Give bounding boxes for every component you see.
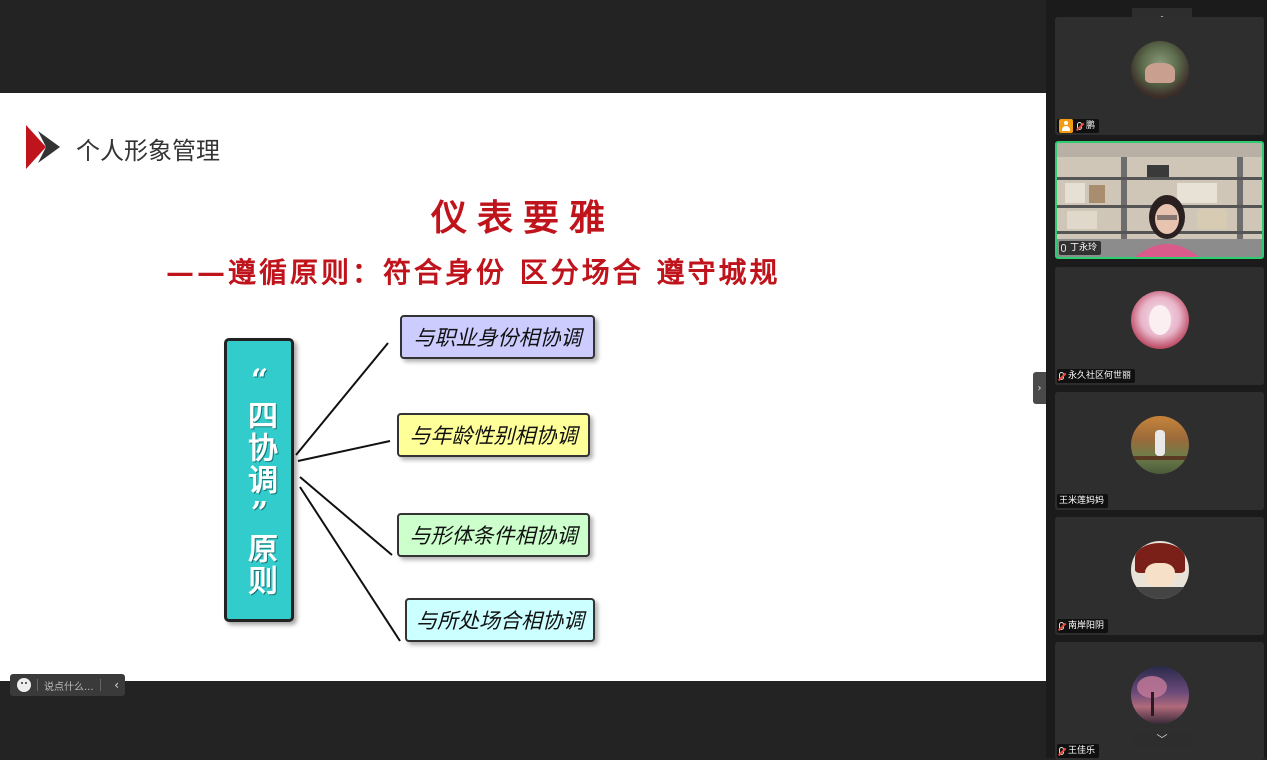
branch-label: 与所处场合相协调 (416, 609, 584, 633)
mic-muted-icon (1059, 747, 1064, 755)
divider (99, 679, 101, 691)
branch-box: 与形体条件相协调 (397, 513, 590, 557)
host-icon (1059, 119, 1073, 133)
mic-muted-icon (1059, 372, 1064, 380)
branch-label: 与职业身份相协调 (413, 326, 582, 350)
panel-toggle-button[interactable]: › (1033, 372, 1046, 404)
participant-name: 永久社区何世丽 (1068, 371, 1132, 381)
branch-label: 与年龄性别相协调 (409, 424, 578, 448)
participant-tile[interactable]: 王米莲妈妈 (1055, 392, 1264, 510)
participant-name-tag: 永久社区何世丽 (1057, 369, 1136, 383)
emoji-icon[interactable] (17, 678, 31, 692)
chat-input-placeholder[interactable]: 说点什么... (44, 681, 94, 693)
participant-name: 鹏 (1086, 121, 1096, 131)
chat-input-bar[interactable]: 说点什么... ‹ (10, 674, 125, 696)
participant-name-tag: 鹏 (1057, 119, 1100, 133)
scroll-down-button[interactable]: ﹀ (1132, 732, 1192, 748)
slide-title: 仪表要雅 (430, 197, 615, 239)
chevron-right-icon: › (1037, 382, 1042, 394)
slide-subtitle: ——遵循原则：符合身份 区分场合 遵守城规 (166, 256, 781, 289)
branch-box: 与职业身份相协调 (400, 315, 595, 359)
participant-tile[interactable]: 鹏 (1055, 17, 1264, 135)
photo-avatar (1131, 41, 1189, 99)
tree-sunset-avatar (1131, 666, 1189, 724)
connector-lines (295, 342, 401, 642)
cartoon-girl-avatar (1131, 541, 1189, 599)
participant-tile-active[interactable]: 丁永玲 (1055, 141, 1264, 259)
participant-name: 王米莲妈妈 (1059, 496, 1105, 506)
shared-screen-area: 个人形象管理 仪表要雅 ——遵循原则：符合身份 区分场合 遵守城规 “四协调”原… (0, 93, 1046, 696)
participant-name-tag: 丁永玲 (1059, 241, 1102, 255)
four-coordination-principle-box: “四协调”原则 (224, 338, 294, 622)
participant-video (1057, 143, 1262, 257)
mic-muted-icon (1059, 622, 1064, 630)
participant-tile[interactable]: 永久社区何世丽 (1055, 267, 1264, 385)
chevron-down-icon: ﹀ (1156, 733, 1168, 746)
slide-heading: 个人形象管理 (76, 137, 220, 165)
branch-label: 与形体条件相协调 (409, 524, 578, 548)
branch-box: 与年龄性别相协调 (397, 413, 590, 457)
double-arrow-icon (26, 125, 60, 169)
participant-tile[interactable]: 南岸阳阴 (1055, 517, 1264, 635)
outdoor-photo-avatar (1131, 416, 1189, 474)
participant-name-tag: 王米莲妈妈 (1057, 494, 1109, 508)
anime-avatar (1131, 291, 1189, 349)
chevron-left-icon[interactable]: ‹ (114, 678, 119, 692)
divider (37, 679, 38, 691)
mic-muted-icon (1077, 122, 1082, 130)
chevron-up-icon: ︿ (1156, 9, 1168, 22)
participant-name: 丁永玲 (1070, 243, 1098, 253)
mic-icon (1061, 244, 1066, 252)
participant-panel: ︿ 鹏 (1046, 0, 1267, 760)
participant-name-tag: 南岸阳阴 (1057, 619, 1109, 633)
branch-box: 与所处场合相协调 (405, 598, 595, 642)
principle-label: “四协调”原则 (242, 363, 277, 597)
participant-name: 王佳乐 (1068, 746, 1096, 756)
participant-name-tag: 王佳乐 (1057, 744, 1100, 758)
presentation-slide: 个人形象管理 仪表要雅 ——遵循原则：符合身份 区分场合 遵守城规 “四协调”原… (0, 93, 1046, 681)
participant-name: 南岸阳阴 (1068, 621, 1105, 631)
